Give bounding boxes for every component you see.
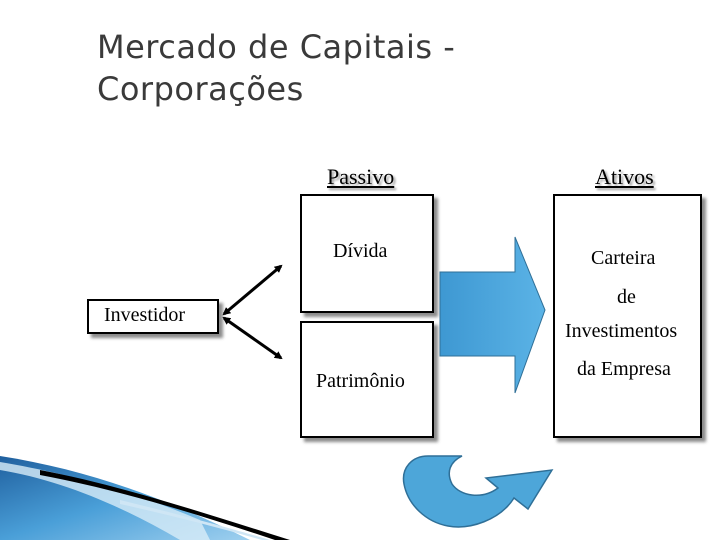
investor-box (87, 299, 219, 334)
investor-label: Investidor (104, 304, 186, 326)
investor-equity-arrow (222, 316, 283, 360)
assets-header: Ativos (595, 164, 654, 189)
assets-line-1: Carteira (591, 247, 656, 269)
title-line-2: Corporações (97, 70, 304, 108)
debt-box (300, 194, 434, 313)
assets-line-4: da Empresa (577, 358, 671, 380)
debt-label: Dívida (333, 240, 388, 262)
equity-label: Patrimônio (316, 370, 405, 392)
investor-debt-arrow (222, 264, 283, 316)
assets-box (553, 194, 702, 438)
title-line-1: Mercado de Capitais - (97, 28, 456, 66)
page-title: Mercado de Capitais - Corporações (97, 26, 455, 110)
assets-line-3: Investimentos (565, 320, 678, 342)
liabilities-header: Passivo (327, 164, 395, 189)
assets-line-2: de (617, 286, 636, 308)
equity-box (300, 321, 434, 438)
